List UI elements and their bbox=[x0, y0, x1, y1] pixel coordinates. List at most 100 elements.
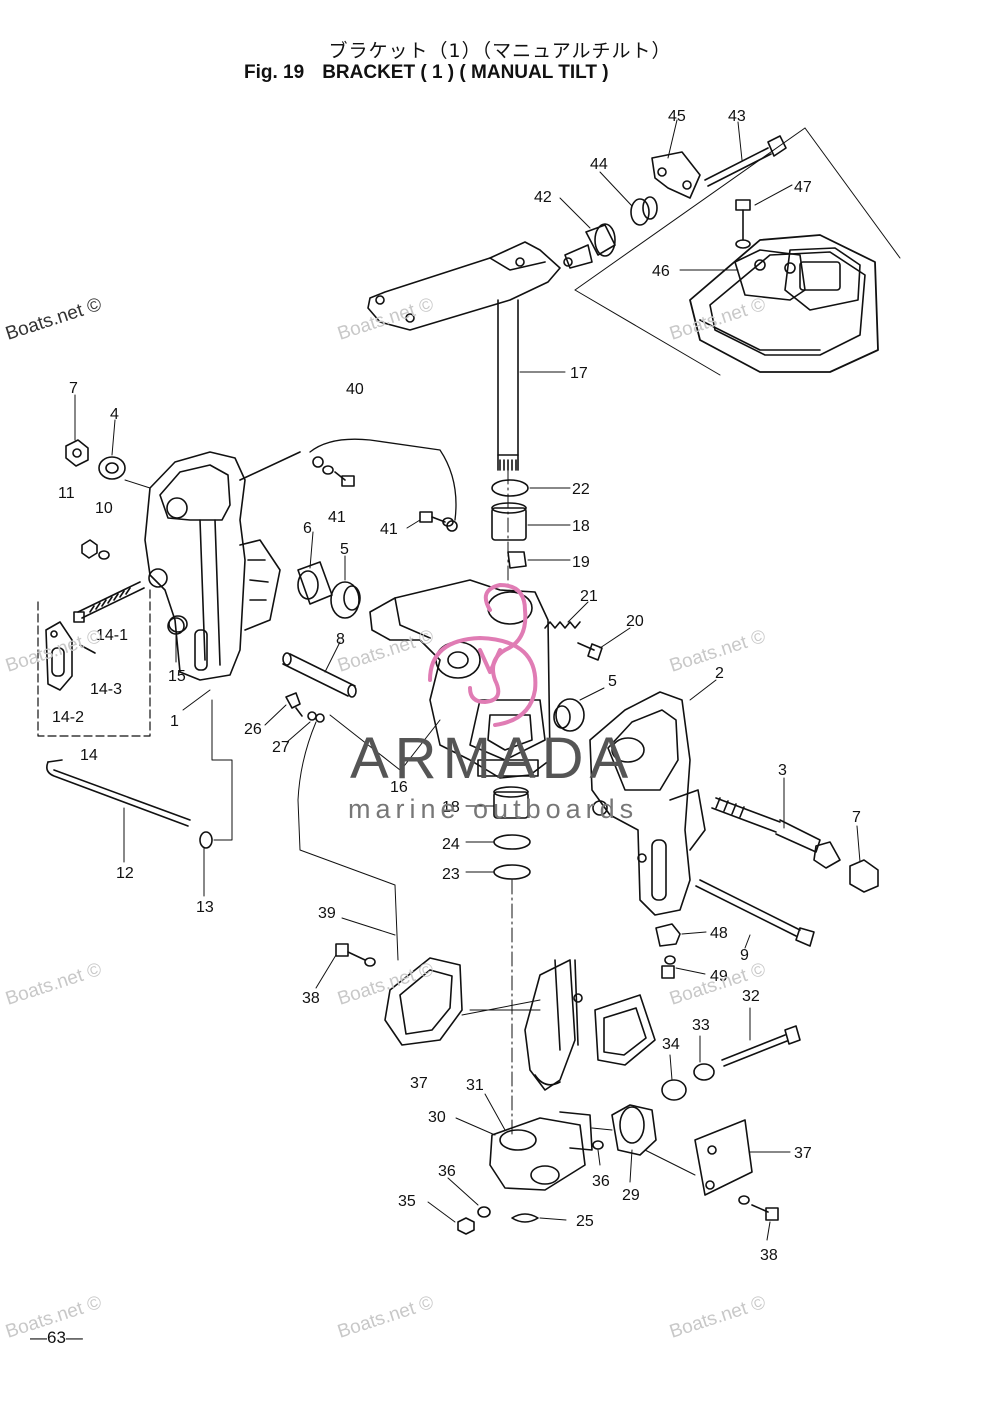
brand-seahorse-mark bbox=[428, 583, 538, 727]
label-8: 8 bbox=[336, 631, 345, 648]
part-24-o-ring bbox=[493, 834, 531, 850]
title-english: Fig. 19 BRACKET ( 1 ) ( MANUAL TILT ) bbox=[244, 62, 609, 84]
part-7-nut-right bbox=[849, 859, 879, 893]
label-43: 43 bbox=[728, 108, 746, 125]
label-20: 20 bbox=[626, 613, 644, 630]
label-41-lower: 41 bbox=[380, 521, 398, 538]
label-37-left: 37 bbox=[410, 1075, 428, 1092]
part-45-plate bbox=[651, 151, 701, 199]
label-38-left: 38 bbox=[302, 990, 320, 1007]
watermark-boats-7: Boats.net © bbox=[335, 959, 436, 1010]
lower-housing bbox=[524, 959, 583, 1091]
watermark-boats-3: Boats.net © bbox=[3, 626, 104, 677]
label-12: 12 bbox=[116, 865, 134, 882]
part-49-bolt bbox=[661, 955, 676, 979]
label-39: 39 bbox=[318, 905, 336, 922]
label-1: 1 bbox=[170, 713, 179, 730]
part-37-plate-right bbox=[694, 1119, 753, 1196]
part-9-through-bolt bbox=[695, 879, 815, 947]
part-5-bushing-upper bbox=[330, 581, 361, 619]
label-5-lower: 5 bbox=[608, 673, 617, 690]
part-30-lower-mount bbox=[489, 1111, 593, 1191]
label-4: 4 bbox=[110, 406, 119, 423]
part-20-bolt bbox=[577, 642, 603, 661]
label-23: 23 bbox=[442, 866, 460, 883]
part-19-key bbox=[507, 551, 527, 569]
label-36-left: 36 bbox=[438, 1163, 456, 1180]
label-32: 32 bbox=[742, 988, 760, 1005]
label-14-2: 14-2 bbox=[52, 709, 84, 726]
part-36-washer-right bbox=[592, 1140, 604, 1150]
part-34-washer bbox=[661, 1079, 687, 1101]
leader-lines bbox=[74, 119, 861, 1241]
part-7-nut-left bbox=[65, 439, 89, 467]
part-10-washer bbox=[98, 550, 110, 560]
part-12-tilt-rod bbox=[46, 759, 191, 827]
label-10: 10 bbox=[95, 500, 113, 517]
figure-title: BRACKET ( 1 ) ( MANUAL TILT ) bbox=[322, 62, 609, 83]
part-41-bolt-upper bbox=[322, 465, 355, 487]
figure-number: Fig. 19 bbox=[244, 62, 305, 83]
part-13-clip bbox=[199, 831, 213, 849]
part-14-2-clamp bbox=[45, 621, 73, 691]
part-27-wire bbox=[297, 711, 399, 961]
part-18-upper-bushing bbox=[491, 502, 527, 541]
label-13: 13 bbox=[196, 899, 214, 916]
label-27: 27 bbox=[272, 739, 290, 756]
label-7-right: 7 bbox=[852, 809, 861, 826]
part-8-tilt-tube bbox=[282, 652, 357, 698]
label-33: 33 bbox=[692, 1017, 710, 1034]
watermark-boats-6: Boats.net © bbox=[3, 959, 104, 1010]
label-15: 15 bbox=[168, 668, 186, 685]
label-22: 22 bbox=[572, 481, 590, 498]
part-38-bolt-right bbox=[738, 1195, 779, 1221]
label-6: 6 bbox=[303, 520, 312, 537]
watermarks: Boats.net © Boats.net © Boats.net © Boat… bbox=[3, 294, 768, 1343]
part-6-bushing bbox=[297, 561, 333, 605]
label-18-upper: 18 bbox=[572, 518, 590, 535]
watermark-boats-main: Boats.net © bbox=[3, 294, 104, 345]
label-29: 29 bbox=[622, 1187, 640, 1204]
part-36-washer-left bbox=[477, 1206, 491, 1218]
part-48-block bbox=[655, 923, 681, 947]
part-33-washer bbox=[693, 1063, 715, 1081]
steering-arm bbox=[367, 241, 561, 331]
label-34: 34 bbox=[662, 1036, 680, 1053]
part-25-clip bbox=[511, 1213, 539, 1223]
part-37-clamp-center bbox=[594, 994, 656, 1066]
part-11-nut bbox=[81, 539, 98, 559]
part-35-nut bbox=[457, 1217, 475, 1235]
label-49: 49 bbox=[710, 968, 728, 985]
label-16: 16 bbox=[390, 779, 408, 796]
part-14-3-pin bbox=[79, 644, 96, 654]
part-42-mount bbox=[563, 223, 616, 269]
part-43-bolt bbox=[704, 135, 787, 187]
part-4-bushing bbox=[98, 456, 126, 480]
part-3-bolt bbox=[711, 797, 841, 869]
part-5-bushing-lower bbox=[553, 698, 585, 732]
label-9: 9 bbox=[740, 947, 749, 964]
watermark-boats-4: Boats.net © bbox=[335, 626, 436, 677]
label-30: 30 bbox=[428, 1109, 446, 1126]
label-11: 11 bbox=[58, 485, 75, 502]
label-3: 3 bbox=[778, 762, 787, 779]
label-48: 48 bbox=[710, 925, 728, 942]
page-number: —63— bbox=[30, 1328, 83, 1347]
title-japanese: ブラケット（1）（マニュアルチルト） bbox=[328, 40, 672, 62]
part-44-bushing bbox=[630, 196, 658, 226]
label-44: 44 bbox=[590, 156, 608, 173]
part-labels: 45 43 44 47 42 46 17 40 7 4 22 11 10 41 … bbox=[52, 108, 861, 1264]
part-21-spring bbox=[544, 621, 581, 629]
part-17-shaft bbox=[497, 299, 519, 586]
part-22-washer bbox=[491, 479, 529, 497]
label-7-left: 7 bbox=[69, 380, 78, 397]
part-29-mount bbox=[611, 1104, 657, 1156]
watermark-boats-2: Boats.net © bbox=[667, 294, 768, 345]
label-26: 26 bbox=[244, 721, 262, 738]
label-47: 47 bbox=[794, 179, 812, 196]
label-38-right: 38 bbox=[760, 1247, 778, 1264]
label-46: 46 bbox=[652, 263, 670, 280]
part-1-stern-bracket-left bbox=[144, 451, 301, 681]
label-25: 25 bbox=[576, 1213, 594, 1230]
